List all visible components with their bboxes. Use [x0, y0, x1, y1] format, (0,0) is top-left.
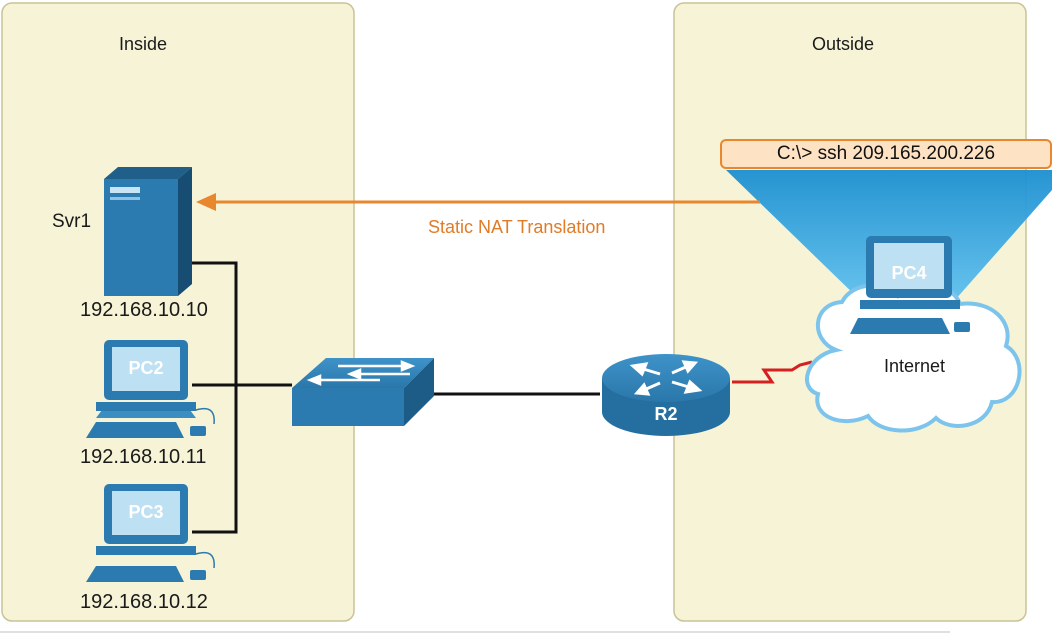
pc3-name-label: PC3 — [128, 502, 164, 522]
pc3-icon — [86, 484, 215, 582]
nat-translation-label: Static NAT Translation — [428, 217, 606, 237]
router-name-label: R2 — [654, 404, 678, 424]
pc4-name-label: PC4 — [891, 263, 927, 283]
server-ip-label: 192.168.10.10 — [80, 299, 208, 321]
server-name-label: Svr1 — [52, 211, 92, 232]
pc2-name-label: PC2 — [128, 358, 164, 378]
pc4-icon — [850, 236, 970, 334]
nat-arrow — [196, 193, 760, 211]
inside-zone-label: Inside — [119, 34, 168, 54]
ethernet-links — [192, 261, 600, 534]
ssh-command-box: C:\> ssh 209.165.200.226 — [720, 139, 1052, 169]
command-beam — [726, 170, 1052, 300]
switch-icon — [292, 358, 434, 426]
router-icon — [602, 354, 730, 436]
pc2-ip-label: 192.168.10.11 — [80, 446, 207, 468]
internet-label: Internet — [884, 356, 946, 376]
pc2-icon — [86, 340, 215, 438]
serial-link — [732, 360, 813, 384]
pc3-ip-label: 192.168.10.12 — [80, 591, 208, 613]
inside-zone — [1, 2, 355, 622]
server-icon — [104, 167, 192, 296]
outside-zone-label: Outside — [812, 34, 875, 54]
